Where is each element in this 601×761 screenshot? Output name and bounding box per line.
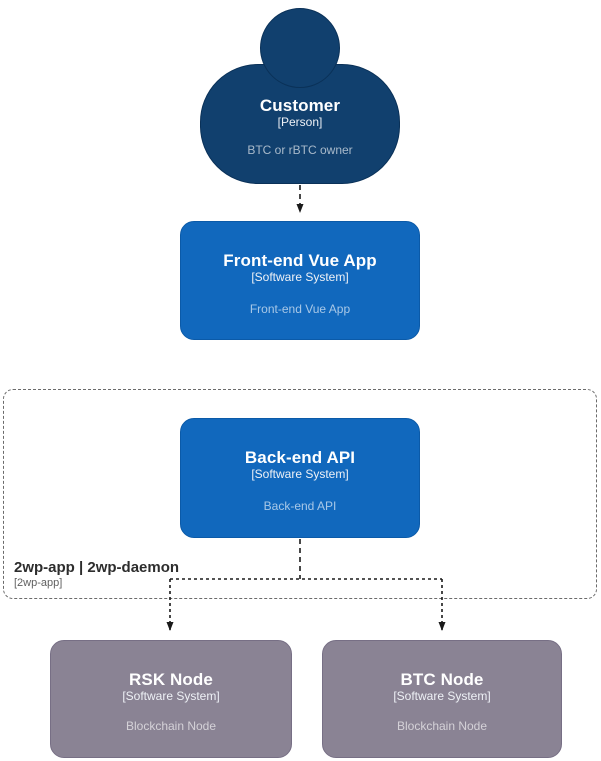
frontend-meta: [Software System]: [251, 270, 349, 284]
rsk-title: RSK Node: [129, 670, 213, 689]
frontend-title: Front-end Vue App: [223, 251, 377, 270]
system-node-btc-node[interactable]: BTC Node [Software System] Blockchain No…: [322, 640, 562, 758]
btc-description: Blockchain Node: [396, 719, 488, 733]
boundary-label: 2wp-app | 2wp-daemon [2wp-app]: [14, 559, 179, 590]
boundary-meta: [2wp-app]: [14, 577, 63, 589]
system-node-backend-api[interactable]: Back-end API [Software System] Back-end …: [180, 418, 420, 538]
boundary-2wp-app[interactable]: 2wp-app | 2wp-daemon [2wp-app]: [3, 389, 597, 599]
person-title: Customer: [259, 96, 341, 115]
person-node-customer[interactable]: Customer [Person] BTC or rBTC owner: [200, 64, 400, 184]
boundary-title: 2wp-app | 2wp-daemon: [14, 559, 180, 576]
backend-description: Back-end API: [263, 499, 337, 513]
rsk-meta: [Software System]: [122, 689, 220, 703]
person-head-icon[interactable]: [260, 8, 340, 88]
btc-title: BTC Node: [400, 670, 484, 689]
frontend-description: Front-end Vue App: [249, 302, 351, 316]
person-meta: [Person]: [277, 115, 323, 129]
system-node-rsk-node[interactable]: RSK Node [Software System] Blockchain No…: [50, 640, 292, 758]
backend-meta: [Software System]: [251, 467, 349, 481]
backend-title: Back-end API: [244, 448, 356, 467]
person-description: BTC or rBTC owner: [247, 143, 353, 157]
rsk-description: Blockchain Node: [125, 719, 217, 733]
system-node-frontend-vue-app[interactable]: Front-end Vue App [Software System] Fron…: [180, 221, 420, 340]
btc-meta: [Software System]: [393, 689, 491, 703]
